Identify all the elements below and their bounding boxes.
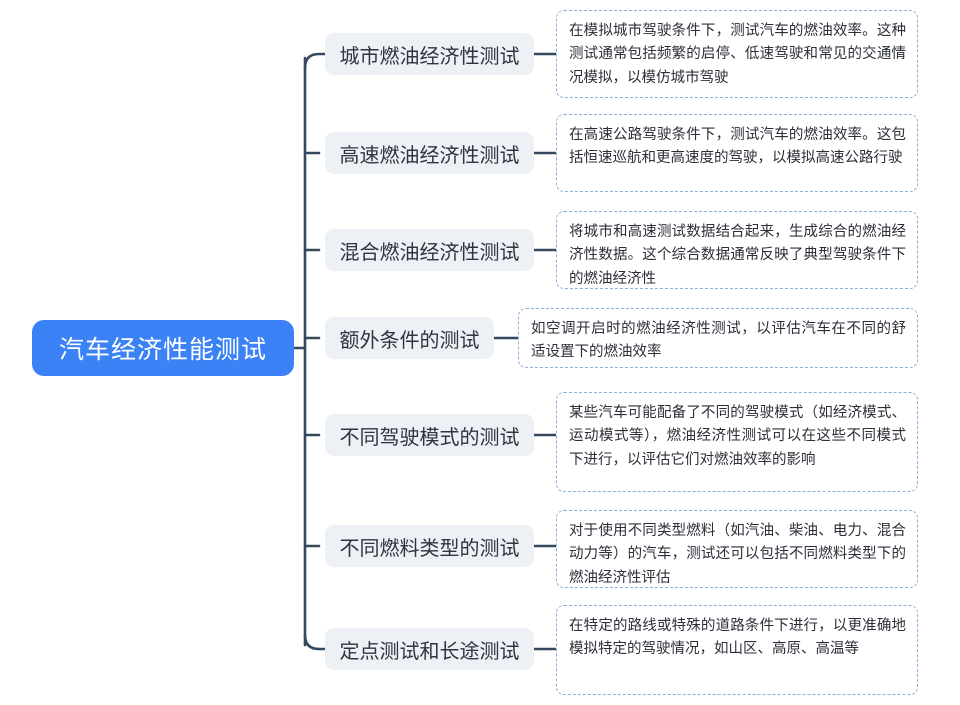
branch-node-1[interactable]: 城市燃油经济性测试 <box>325 33 534 75</box>
branch-node-4-label: 额外条件的测试 <box>339 329 480 352</box>
root-node-label: 汽车经济性能测试 <box>58 336 267 364</box>
branch-node-7[interactable]: 定点测试和长途测试 <box>325 628 534 670</box>
note-box-7-text: 在特定的路线或特殊的道路条件下进行，以更准确地模拟特定的驾驶情况，如山区、高原、… <box>569 618 906 658</box>
branch-node-2-label: 高速燃油经济性测试 <box>339 144 520 167</box>
branch-node-3-label: 混合燃油经济性测试 <box>339 241 520 264</box>
note-box-2[interactable]: 在高速公路驾驶条件下，测试汽车的燃油效率。这包括恒速巡航和更高速度的驾驶，以模拟… <box>556 114 918 192</box>
branch-node-2[interactable]: 高速燃油经济性测试 <box>325 132 534 174</box>
branch-node-6-label: 不同燃料类型的测试 <box>339 537 520 560</box>
note-box-3[interactable]: 将城市和高速测试数据结合起来，生成综合的燃油经济性数据。这个综合数据通常反映了典… <box>556 211 918 289</box>
branch-node-5[interactable]: 不同驾驶模式的测试 <box>325 414 534 456</box>
note-box-6-text: 对于使用不同类型燃料（如汽油、柴油、电力、混合动力等）的汽车，测试还可以包括不同… <box>569 523 906 586</box>
branch-node-3[interactable]: 混合燃油经济性测试 <box>325 229 534 271</box>
note-box-5-text: 某些汽车可能配备了不同的驾驶模式（如经济模式、运动模式等），燃油经济性测试可以在… <box>569 405 906 468</box>
note-box-6[interactable]: 对于使用不同类型燃料（如汽油、柴油、电力、混合动力等）的汽车，测试还可以包括不同… <box>556 510 918 588</box>
note-box-1[interactable]: 在模拟城市驾驶条件下，测试汽车的燃油效率。这种测试通常包括频繁的启停、低速驾驶和… <box>556 10 918 98</box>
note-box-1-text: 在模拟城市驾驶条件下，测试汽车的燃油效率。这种测试通常包括频繁的启停、低速驾驶和… <box>569 23 906 86</box>
note-box-3-text: 将城市和高速测试数据结合起来，生成综合的燃油经济性数据。这个综合数据通常反映了典… <box>569 224 906 287</box>
note-box-5[interactable]: 某些汽车可能配备了不同的驾驶模式（如经济模式、运动模式等），燃油经济性测试可以在… <box>556 392 918 492</box>
root-node[interactable]: 汽车经济性能测试 <box>32 320 294 376</box>
branch-node-4[interactable]: 额外条件的测试 <box>325 317 494 359</box>
note-box-4[interactable]: 如空调开启时的燃油经济性测试，以评估汽车在不同的舒适设置下的燃油效率 <box>518 308 918 368</box>
branch-node-5-label: 不同驾驶模式的测试 <box>339 426 520 449</box>
note-box-4-text: 如空调开启时的燃油经济性测试，以评估汽车在不同的舒适设置下的燃油效率 <box>531 321 906 361</box>
note-box-7[interactable]: 在特定的路线或特殊的道路条件下进行，以更准确地模拟特定的驾驶情况，如山区、高原、… <box>556 605 918 695</box>
branch-node-6[interactable]: 不同燃料类型的测试 <box>325 525 534 567</box>
branch-node-1-label: 城市燃油经济性测试 <box>339 45 520 68</box>
note-box-2-text: 在高速公路驾驶条件下，测试汽车的燃油效率。这包括恒速巡航和更高速度的驾驶，以模拟… <box>569 127 906 167</box>
branch-node-7-label: 定点测试和长途测试 <box>339 640 520 663</box>
